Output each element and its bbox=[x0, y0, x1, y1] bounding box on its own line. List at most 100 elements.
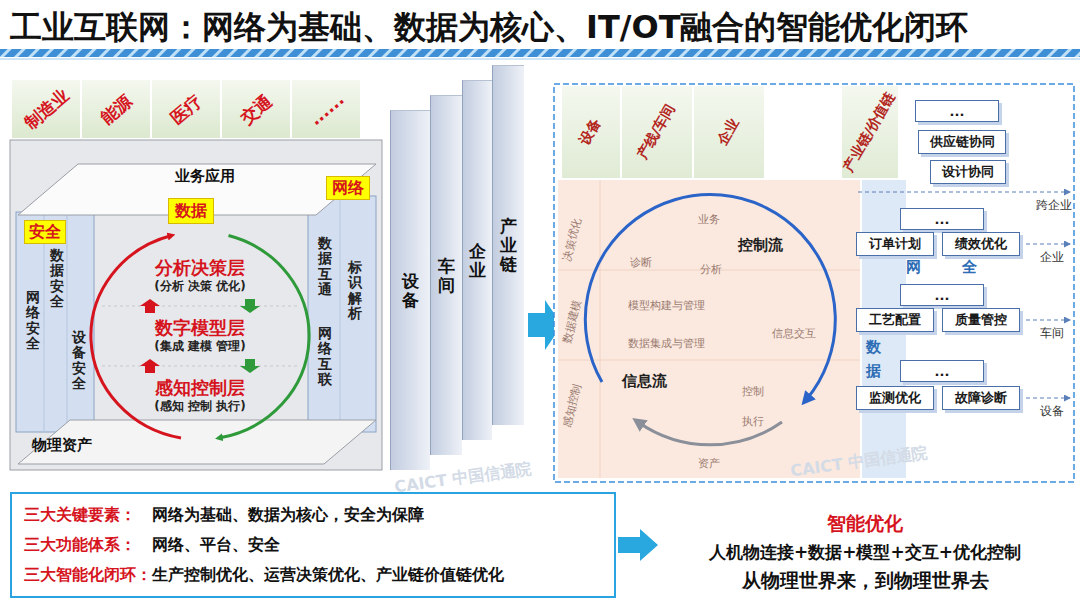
node-text: ... bbox=[950, 104, 965, 119]
flow-arrow bbox=[618, 529, 658, 561]
text-label: 企业 bbox=[1040, 249, 1064, 266]
level-panel: 设备 bbox=[390, 110, 430, 470]
text-label: 车间 bbox=[1040, 325, 1064, 342]
app-box: 订单计划 bbox=[856, 232, 934, 256]
text-label: 业务 bbox=[698, 212, 720, 227]
node-text: 监测优化 bbox=[869, 389, 921, 407]
app-box: 绩效优化 bbox=[942, 232, 1020, 256]
node-text: 企业 bbox=[714, 115, 744, 148]
pillar-column: 网络互联 bbox=[316, 326, 334, 394]
node-text: 企业 bbox=[469, 242, 486, 279]
app-box: 工艺配置 bbox=[856, 308, 934, 332]
node-text: 车间 bbox=[438, 257, 455, 294]
layer-box: 感知控制层(感知 控制 执行) bbox=[130, 374, 270, 418]
app-box: ... bbox=[915, 100, 999, 122]
level-tab: 产线/车间 bbox=[622, 86, 692, 178]
node-text: 数据互通 bbox=[318, 236, 332, 298]
node-text: 订单计划 bbox=[869, 235, 921, 253]
key-tag: 网络 bbox=[326, 176, 370, 200]
node-text: 三大关键要素： bbox=[24, 505, 152, 526]
level-panel: 企业 bbox=[462, 80, 492, 440]
node-text: 数据安全 bbox=[50, 248, 64, 310]
node-text: 供应链协同 bbox=[930, 133, 995, 151]
node-text: 网络 bbox=[332, 178, 364, 199]
text-label: 数 bbox=[866, 338, 881, 357]
node-text: 工艺配置 bbox=[869, 311, 921, 329]
node-text: (集成 建模 管理) bbox=[154, 339, 245, 353]
level-tab: 产业链/价值链 bbox=[842, 86, 898, 178]
app-box: 监测优化 bbox=[856, 386, 934, 410]
node-text: 产业链/价值链 bbox=[840, 89, 900, 175]
node-text: 标识解析 bbox=[348, 260, 362, 322]
summary-box: 三大关键要素：网络为基础、数据为核心，安全为保障三大功能体系：网络、平台、安全三… bbox=[10, 492, 616, 598]
architecture-box: 业务应用物理资产安全数据网络分析决策层(分析 决策 优化)数字模型层(集成 建模… bbox=[10, 140, 382, 470]
node-text: ... bbox=[935, 212, 950, 227]
node-text: 网络为基础、数据为核心，安全为保障 bbox=[152, 505, 504, 526]
title-stripe bbox=[0, 49, 1080, 57]
text-label: 资产 bbox=[698, 456, 720, 471]
app-box: 供应链协同 bbox=[918, 130, 1006, 154]
key-tag: 安全 bbox=[24, 220, 66, 244]
text-label: 据 bbox=[866, 362, 881, 381]
sector-tab: 制造业 bbox=[12, 80, 80, 138]
text-label: 控制 bbox=[742, 384, 764, 399]
key-tag: 数据 bbox=[168, 198, 214, 224]
node-text: 设计协同 bbox=[942, 163, 994, 181]
text-label: 设备 bbox=[1040, 403, 1064, 420]
node-text: 感知控制层 bbox=[155, 378, 245, 399]
node-text: ...... bbox=[305, 89, 348, 129]
node-text: 三大智能化闭环： bbox=[24, 565, 152, 586]
node-text: 分析决策层 bbox=[155, 258, 245, 279]
text-label: 信息流 bbox=[622, 372, 667, 391]
node-text: 网络互联 bbox=[318, 326, 332, 388]
node-text: 从物理世界来，到物理世界去 bbox=[742, 568, 989, 594]
node-text: 交通 bbox=[236, 89, 277, 128]
level-panel: 产业链 bbox=[492, 65, 524, 425]
node-text: 设备 bbox=[402, 272, 419, 309]
layer-box: 数字模型层(集成 建模 管理) bbox=[130, 314, 270, 358]
pillar-column: 数据互通 bbox=[316, 236, 334, 304]
layer-frame bbox=[10, 140, 382, 470]
level-tab: 设备 bbox=[562, 86, 620, 178]
text-label: 信息交互 bbox=[772, 326, 816, 341]
sector-tab: ...... bbox=[292, 80, 360, 138]
node-text: 故障诊断 bbox=[955, 389, 1007, 407]
node-text: 数字模型层 bbox=[155, 318, 245, 339]
node-text: ... bbox=[935, 364, 950, 379]
node-text: 网络、平台、安全 bbox=[152, 535, 504, 556]
text-label: 诊断 bbox=[630, 255, 652, 270]
text-label: 模型构建与管理 bbox=[628, 298, 705, 313]
smart-optimization: 智能优化人机物连接+数据+模型+交互+优化控制从物理世界来，到物理世界去 bbox=[660, 505, 1070, 600]
node-text: 物理资产 bbox=[32, 436, 92, 455]
node-text: ... bbox=[935, 288, 950, 303]
text-label: 执行 bbox=[742, 414, 764, 429]
node-text: 智能优化 bbox=[827, 511, 903, 537]
node-text: 产线/车间 bbox=[634, 101, 680, 163]
page-title: 工业互联网：网络为基础、数据为核心、IT/OT融合的智能优化闭环 bbox=[10, 6, 968, 50]
layer-box: 分析决策层(分析 决策 优化) bbox=[130, 254, 270, 298]
loop-panel bbox=[554, 84, 1074, 482]
control-flow-arc bbox=[585, 195, 835, 400]
app-box: ... bbox=[900, 360, 984, 382]
text-label: 跨企业 bbox=[1036, 197, 1072, 214]
sector-tab: 能源 bbox=[82, 80, 150, 138]
pillar-column: 设备安全 bbox=[70, 330, 88, 398]
app-box: 故障诊断 bbox=[942, 386, 1020, 410]
text-label: 全 bbox=[962, 258, 977, 277]
node-text: 产业链 bbox=[500, 217, 517, 273]
app-box: 质量管控 bbox=[942, 308, 1020, 332]
sector-tab: 交通 bbox=[222, 80, 290, 138]
level-tab: 企业 bbox=[694, 86, 764, 178]
text-label: 数据集成与管理 bbox=[628, 336, 705, 351]
node-text: 数据 bbox=[175, 201, 207, 222]
node-text: 制造业 bbox=[19, 84, 73, 134]
node-text: 能源 bbox=[96, 89, 137, 128]
app-box: 设计协同 bbox=[930, 160, 1006, 184]
level-panel: 车间 bbox=[430, 95, 462, 455]
node-text: 医疗 bbox=[166, 89, 207, 128]
node-text: 网络安全 bbox=[26, 290, 40, 352]
node-text: 生产控制优化、运营决策优化、产业链价值链优化 bbox=[152, 565, 504, 586]
node-text: 人机物连接+数据+模型+交互+优化控制 bbox=[709, 541, 1021, 564]
node-text: 绩效优化 bbox=[955, 235, 1007, 253]
pillar-column: 网络安全 bbox=[24, 290, 42, 358]
